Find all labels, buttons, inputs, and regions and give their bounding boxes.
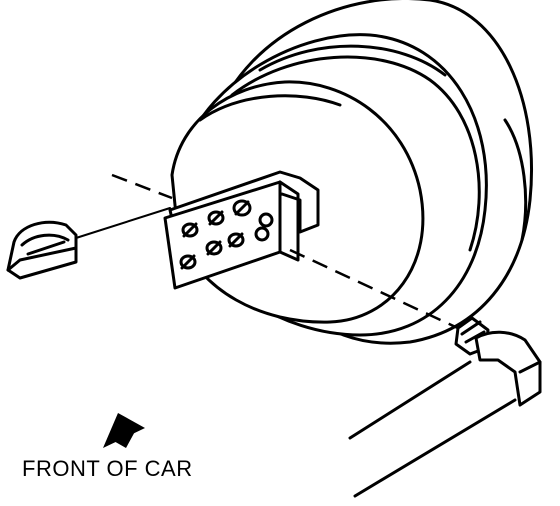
clip-base [6,246,78,272]
bracket-hole [258,212,274,228]
clip-groove [26,240,66,256]
drum-rim-inner [230,55,481,252]
mounting-bracket [163,170,320,290]
arrow-shaft [112,418,138,448]
alignment-line-upper [111,173,173,200]
booster-drum [170,0,533,345]
hose-elbow-edge [518,360,542,374]
front-of-car-arrow-icon [103,413,145,448]
bracket-hole [254,226,270,242]
clip-fastener-icon [6,220,78,280]
bracket-edge [278,180,300,262]
clip-lip [20,233,70,247]
vacuum-hose-icon [348,316,542,498]
drum-rim-inner-2 [258,44,447,77]
hose-elbow [474,330,542,407]
alignment-line-lower [289,248,463,332]
drum-face-rim [198,94,342,122]
clip-leader-line [75,207,171,239]
hose-upper-line [348,360,472,440]
drum-back-curve [503,118,528,242]
bracket-hole-slashes [180,200,250,270]
front-of-car-caption: FRONT OF CAR [22,456,193,481]
hose-lower-line [353,398,517,498]
